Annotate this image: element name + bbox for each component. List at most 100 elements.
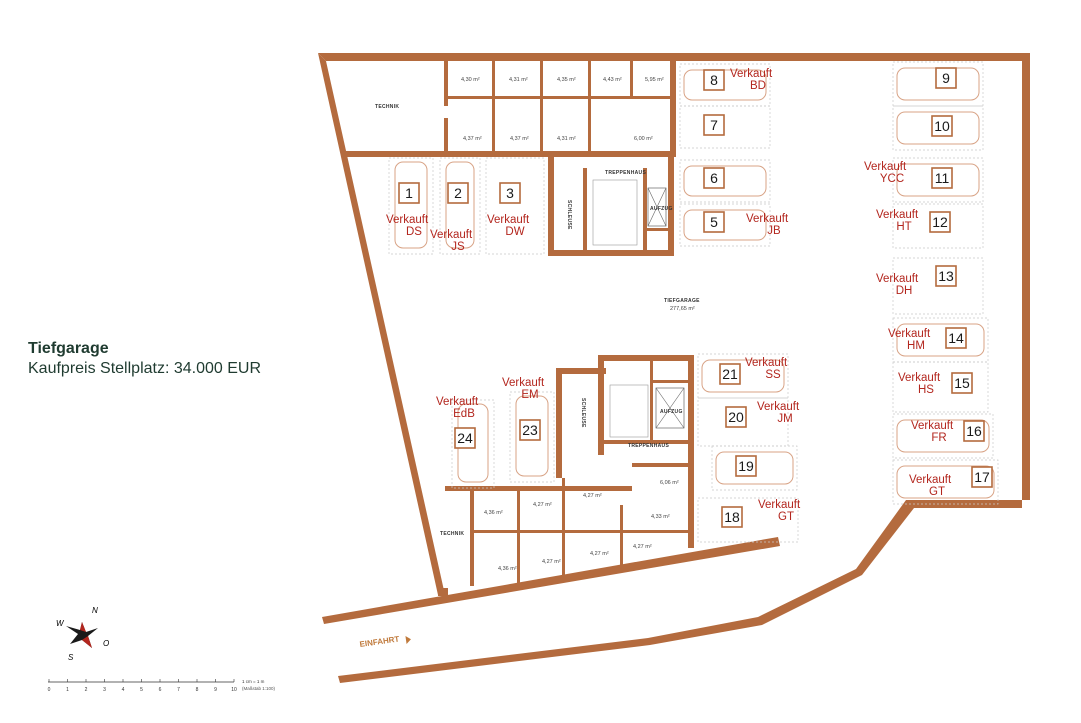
tiefgarage-label: TIEFGARAGE bbox=[664, 298, 700, 304]
car-outline-icon bbox=[896, 419, 990, 453]
spot-number: 23 bbox=[522, 422, 538, 438]
technik-label-lower: TECHNIK bbox=[440, 531, 464, 537]
car-outline-icon bbox=[896, 111, 980, 145]
scale-note-2: (Maßstab 1:100) bbox=[242, 686, 276, 691]
storage-area: 4,27 m² bbox=[542, 559, 561, 565]
spot-outline bbox=[451, 399, 495, 489]
treppenhaus-label-upper: TREPPENHAUS bbox=[605, 170, 646, 176]
scale-tick-label: 10 bbox=[231, 687, 237, 693]
sold-label: Verkauft bbox=[745, 357, 788, 369]
spot-number: 12 bbox=[932, 214, 948, 230]
spot-number: 19 bbox=[738, 458, 754, 474]
scale-tick-label: 8 bbox=[196, 687, 199, 693]
storage-area: 4,36 m² bbox=[484, 510, 503, 516]
car-outline-icon bbox=[683, 69, 767, 101]
buyer-initials: DW bbox=[505, 226, 524, 238]
buyer-initials: GT bbox=[929, 486, 945, 498]
scale-tick-label: 2 bbox=[85, 687, 88, 693]
spot-number-box bbox=[931, 167, 953, 189]
buyer-initials: HT bbox=[896, 221, 911, 233]
spot-outline bbox=[697, 353, 789, 399]
car-outline-icon bbox=[445, 161, 475, 249]
storage-area: 4,27 m² bbox=[590, 551, 609, 557]
spot-number: 10 bbox=[934, 118, 950, 134]
scale-tick-label: 7 bbox=[177, 687, 180, 693]
storage-area: 6,06 m² bbox=[660, 480, 679, 486]
spot-number: 14 bbox=[948, 330, 964, 346]
parking-spot-19[interactable]: 19 bbox=[711, 445, 798, 491]
spot-outline bbox=[509, 391, 555, 483]
storage-area: 4,35 m² bbox=[557, 77, 576, 83]
scale-note: 1 cm = 1 m bbox=[242, 679, 265, 684]
entrance-arrow-icon bbox=[405, 636, 411, 644]
storage-area: 4,37 m² bbox=[510, 136, 529, 142]
car-outline-icon bbox=[896, 323, 985, 357]
spot-number: 16 bbox=[966, 423, 982, 439]
scale-tick-label: 5 bbox=[140, 687, 143, 693]
tiefgarage-area: 277,65 m² bbox=[670, 306, 695, 312]
storage-area: 4,33 m² bbox=[651, 514, 670, 520]
storage-bottom-labels: 4,36 m² 4,27 m² 4,27 m² 6,06 m² 4,33 m² … bbox=[484, 480, 679, 572]
storage-top-labels: 4,30 m² 4,31 m² 4,35 m² 4,43 m² 5,95 m² … bbox=[461, 77, 664, 142]
scale-tick-label: 4 bbox=[122, 687, 125, 693]
sold-label: Verkauft bbox=[888, 328, 931, 340]
car-outline-icon bbox=[515, 395, 549, 477]
spot-outline bbox=[679, 105, 771, 149]
sold-label: Verkauft bbox=[898, 372, 941, 384]
schleuse-label-upper: SCHLEUSE bbox=[566, 200, 572, 230]
storage-area: 4,27 m² bbox=[633, 544, 652, 550]
buyer-initials: GT bbox=[778, 511, 794, 523]
sold-label: Verkauft bbox=[430, 229, 473, 241]
spot-number: 5 bbox=[710, 214, 718, 230]
spot-number: 8 bbox=[710, 72, 718, 88]
parking-spot-10[interactable]: 10 bbox=[892, 105, 984, 151]
sold-label: Verkauft bbox=[502, 377, 545, 389]
storage-area: 4,31 m² bbox=[509, 77, 528, 83]
spot-number-box bbox=[499, 182, 521, 204]
parking-spot-7[interactable]: 7 bbox=[679, 105, 771, 149]
spot-outline bbox=[892, 157, 984, 203]
sold-label: Verkauft bbox=[758, 499, 801, 511]
spot-number-box bbox=[935, 67, 957, 89]
sold-label: Verkauft bbox=[911, 420, 954, 432]
compass-s: S bbox=[68, 653, 74, 662]
spot-number-box bbox=[929, 211, 951, 233]
compass-o: O bbox=[103, 639, 109, 648]
car-outline-icon bbox=[683, 165, 767, 197]
spot-outline bbox=[679, 159, 771, 203]
spot-number-box bbox=[963, 420, 985, 442]
upper-storage-block bbox=[346, 61, 676, 256]
spot-number: 13 bbox=[938, 268, 954, 284]
spot-number-box bbox=[447, 182, 469, 204]
spot-number-box bbox=[931, 115, 953, 137]
buyer-initials: FR bbox=[931, 432, 946, 444]
spot-outline bbox=[697, 397, 789, 447]
parking-spot-6[interactable]: 6 bbox=[679, 159, 771, 203]
car-outline-icon bbox=[701, 359, 785, 393]
parking-spot-9[interactable]: 9 bbox=[892, 61, 984, 107]
spot-number: 18 bbox=[724, 509, 740, 525]
sold-label: Verkauft bbox=[487, 214, 530, 226]
outer-walls bbox=[318, 53, 1030, 683]
spot-number: 20 bbox=[728, 409, 744, 425]
scale-tick-label: 3 bbox=[103, 687, 106, 693]
spot-outline bbox=[711, 445, 798, 491]
